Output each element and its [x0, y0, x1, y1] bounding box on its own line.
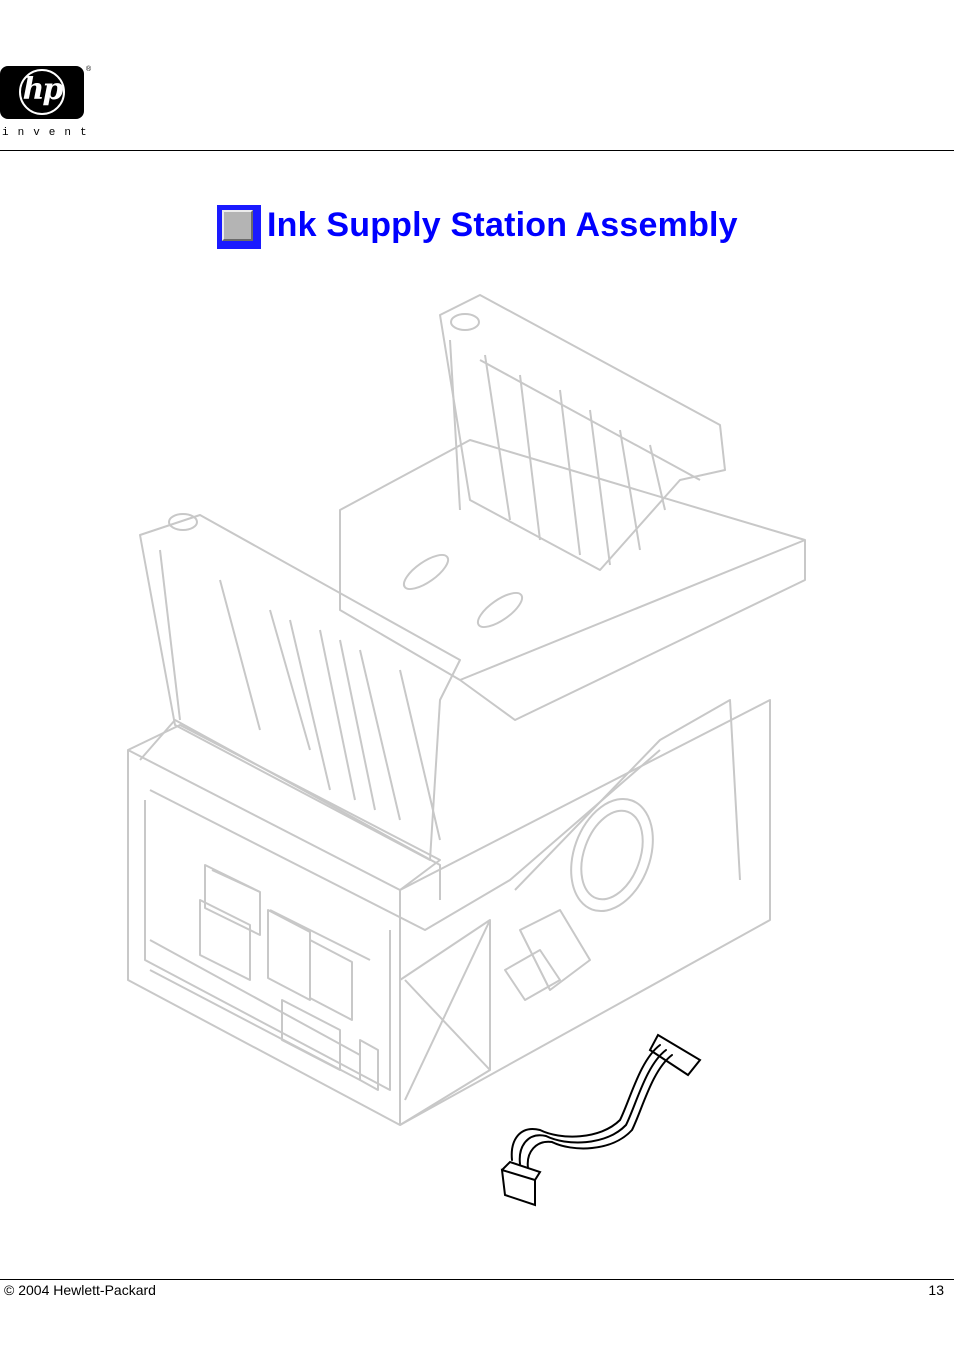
page-header: hp ® invent	[0, 0, 954, 152]
hp-logo-mark: hp	[22, 72, 64, 107]
logo-tagline: invent	[2, 127, 96, 139]
ink-supply-cable	[500, 1033, 702, 1207]
figure-title: Ink Supply Station Assembly	[217, 204, 777, 250]
registered-mark: ®	[86, 66, 92, 73]
footer-divider	[0, 1279, 954, 1280]
hp-logo-circle	[19, 69, 65, 115]
page-number: 13	[928, 1282, 944, 1298]
ink-supply-station-body	[127, 294, 806, 1126]
assembly-illustration	[127, 294, 806, 1207]
copyright-text: © 2004 Hewlett-Packard	[4, 1282, 156, 1298]
hp-logo-badge: hp	[0, 66, 84, 119]
header-divider	[0, 150, 954, 151]
figure-title-text: Ink Supply Station Assembly	[267, 206, 738, 244]
hp-logo: hp ® invent	[0, 66, 92, 142]
title-button-icon	[217, 205, 261, 249]
